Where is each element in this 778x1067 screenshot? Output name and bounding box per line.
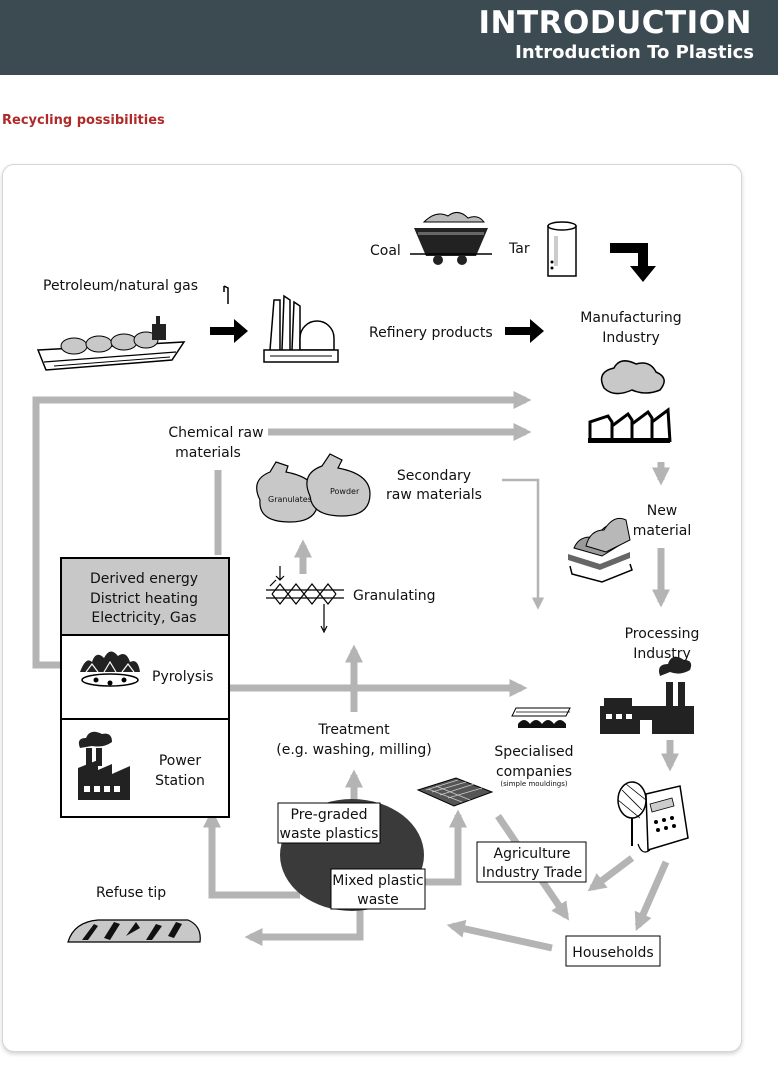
power-station-label-line1: Power [159,753,202,769]
secondary-raw-label-line2: raw materials [386,487,482,503]
new-material-label-line1: New [647,503,678,519]
waste-to-energy-arrow [202,809,300,899]
granulate-bags-icon: Granulates Powder [256,453,371,523]
refuse-tip-label: Refuse tip [96,885,166,901]
agriculture-box [476,841,587,883]
coal-wagon-icon [410,212,492,265]
page-subtitle: Introduction To Plastics [515,42,754,63]
new-material-label-line2: material [633,523,691,539]
powder-label: Powder [330,487,360,496]
pre-graded-box [277,802,381,844]
tar-label: Tar [508,241,530,257]
mouldings-icon [511,707,571,728]
mixed-plastic-label-line1: Mixed plastic [332,873,424,889]
page-header: INTRODUCTION Introduction To Plastics [0,0,778,75]
refuse-tip-icon [67,919,201,943]
treatment-label-line2: (e.g. washing, milling) [276,742,431,758]
pyrolysis-label: Pyrolysis [152,669,213,685]
petroleum-label: Petroleum/natural gas [43,278,198,294]
products-to-trade-arrow [587,855,635,892]
waste-to-specialised-arrow [425,809,468,886]
specialised-label-line2: companies [496,764,572,780]
page-title: INTRODUCTION [478,5,752,41]
households-box [565,935,661,967]
treatment-label-line1: Treatment [317,722,390,738]
processing-factory-icon [600,656,694,734]
new-material-stack-icon [568,517,633,583]
mixed-plastic-box [330,868,426,910]
granulator-icon [266,566,344,634]
specialised-label-line3: (simple mouldings) [500,780,567,788]
tanker-ship-icon [36,316,186,371]
specialised-label-line1: Specialised [494,744,573,760]
power-station-label-line2: Station [155,773,205,789]
refinery-products-label: Refinery products [369,325,493,341]
pyrolysis-flame-icon [80,651,140,687]
consumer-products-icon [617,781,689,853]
derived-energy-label-line1: Derived energy [90,571,198,587]
mixed-plastic-label-line2: waste [357,892,398,908]
agriculture-label-line2: Industry Trade [482,865,582,881]
power-station-icon [78,731,130,800]
agriculture-label-line1: Agriculture [494,846,571,862]
households-label: Households [572,945,653,961]
coal-label: Coal [370,243,401,259]
secondary-raw-label-line1: Secondary [397,468,471,484]
tar-drum-icon [547,221,577,277]
loop-to-manufacturing-arrow [32,390,532,669]
coal-tar-to-manufacturing-arrow [610,243,656,282]
waste-to-refuse-tip-arrow [244,905,364,947]
granulates-label: Granulates [268,495,312,504]
processing-label-line2: Industry [633,646,691,662]
granulating-label: Granulating [353,588,436,604]
pre-graded-label-line2: waste plastics [280,826,379,842]
refinery-icon [223,285,339,363]
processing-label-line1: Processing [625,626,700,642]
energy-recovery-box [60,557,230,818]
households-to-waste-arrow [446,919,553,952]
derived-energy-label-line3: Electricity, Gas [91,610,196,626]
chemical-raw-label-line1: Chemical raw [168,425,263,441]
secondary-raw-to-specialised-arrow [502,478,545,610]
pre-graded-label-line1: Pre-graded [291,807,368,823]
section-label: Recycling possibilities [2,113,165,128]
manufacturing-label-line2: Industry [602,330,660,346]
factory-icon [588,360,672,443]
grid-mat-icon [416,777,494,807]
derived-energy-label-line2: District heating [90,591,198,607]
petroleum-to-refinery-arrow [210,319,248,343]
manufacturing-label-line1: Manufacturing [580,310,681,326]
chemical-raw-label-line2: materials [175,445,241,461]
products-to-households-arrow [634,860,670,932]
refinery-to-manufacturing-arrow [505,319,544,343]
